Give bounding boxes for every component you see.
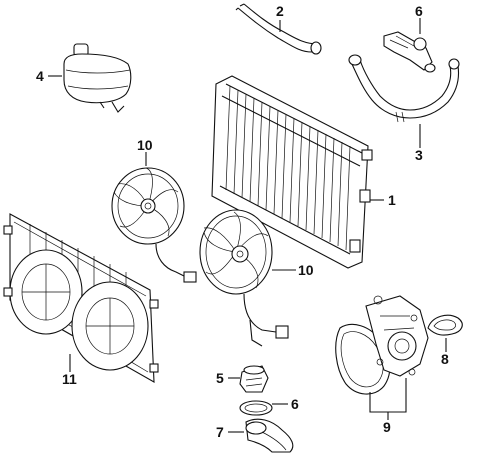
upper-hose	[235, 3, 322, 55]
callout-8: 8	[441, 351, 449, 367]
thermostat-housing	[245, 418, 294, 453]
fan-shroud	[3, 213, 159, 383]
callout-10-right: 10	[298, 262, 314, 278]
radiator-fins	[225, 85, 351, 251]
pump-gasket-small	[427, 314, 463, 336]
thermostat-gasket	[239, 400, 273, 416]
thermostat	[239, 365, 269, 393]
callout-7: 7	[216, 424, 224, 440]
callout-labels: 2 6 4 3 1 10 10 11 5 6 7 8 9	[36, 3, 449, 440]
leader-lines	[48, 18, 447, 433]
callout-10-left: 10	[137, 137, 153, 153]
radiator	[211, 75, 373, 269]
callout-3: 3	[415, 147, 423, 163]
callout-9: 9	[383, 419, 391, 435]
callout-11: 11	[62, 371, 77, 387]
reservoir	[63, 43, 132, 113]
fan-left	[111, 167, 197, 283]
hose-connector	[383, 31, 436, 73]
callout-2: 2	[276, 3, 284, 19]
callout-6-bottom: 6	[291, 396, 299, 412]
callout-6-top: 6	[415, 3, 423, 19]
lower-hose	[348, 54, 460, 123]
callout-4: 4	[36, 68, 44, 84]
fan-right	[199, 209, 289, 347]
water-pump	[365, 295, 429, 377]
callout-5: 5	[216, 370, 224, 386]
callout-1: 1	[388, 192, 396, 208]
